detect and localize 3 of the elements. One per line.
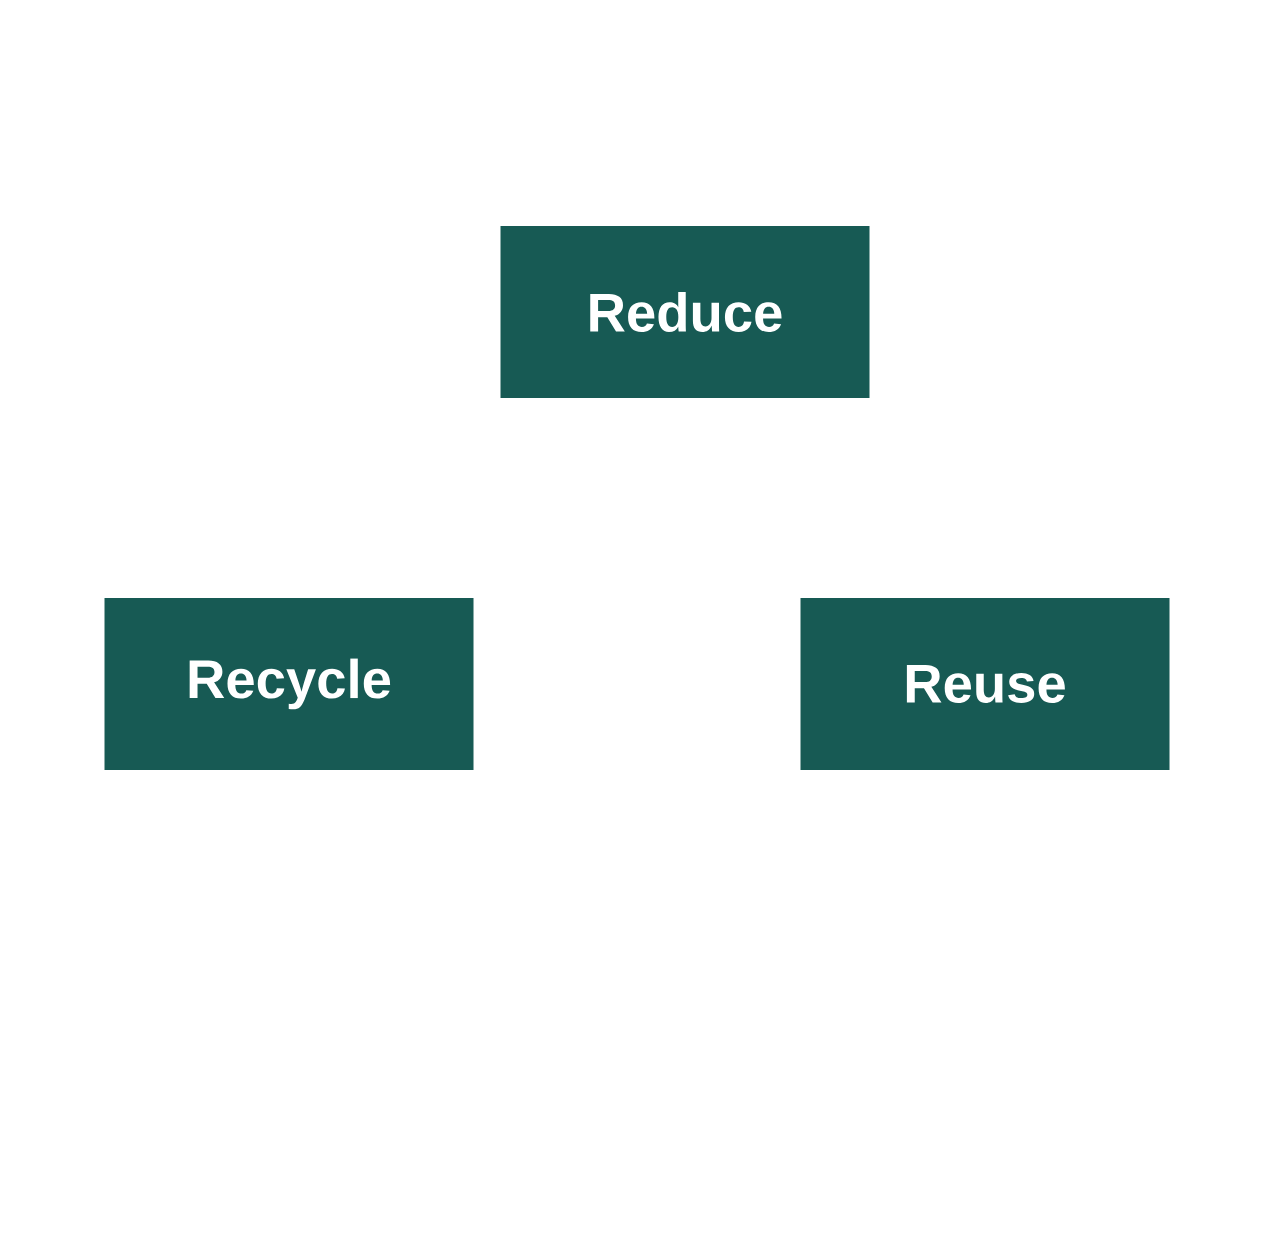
process-box: Reuse	[800, 598, 1170, 770]
process-box: Recycle	[104, 598, 474, 770]
process-box: Reduce	[500, 226, 870, 398]
